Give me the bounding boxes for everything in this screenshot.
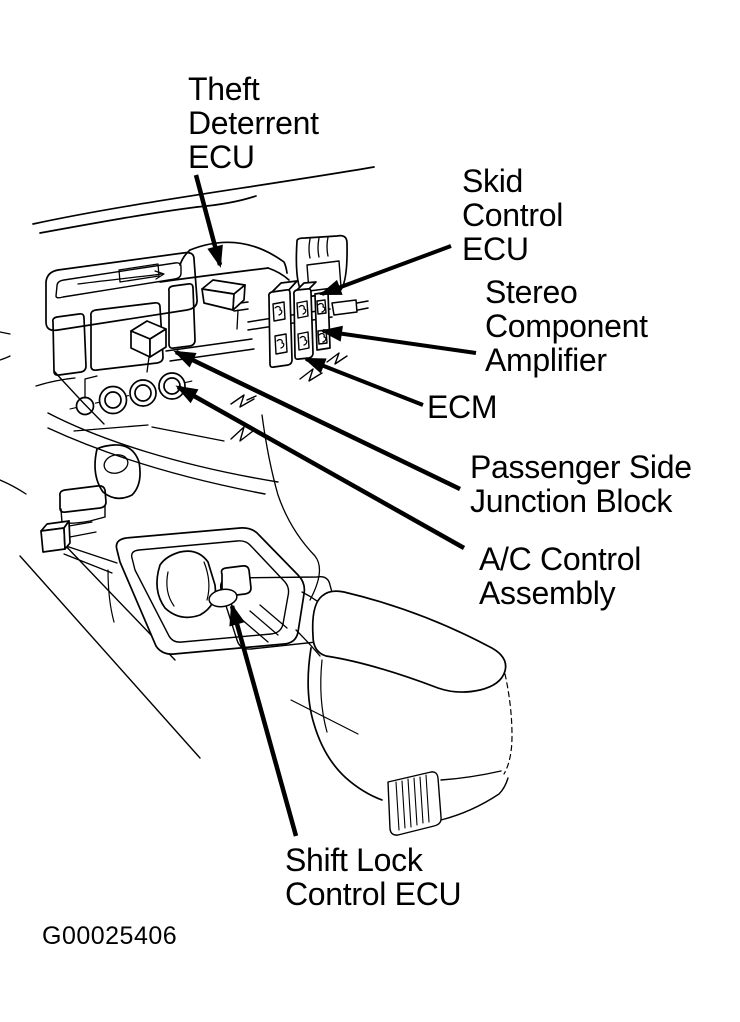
airflow-arrow-glyphs: [230, 352, 348, 442]
leader-ac-control-assembly: [175, 385, 466, 550]
label-stereo-component-amplifier: Stereo Component Amplifier: [485, 274, 648, 378]
figure-code: G00025406: [42, 922, 178, 950]
ecu-stack: [267, 280, 331, 369]
label-skid-control-ecu: Skid Control ECU: [462, 163, 564, 267]
label-passenger-side-junction-block: Passenger Side Junction Block: [470, 449, 692, 519]
leader-stereo-component-amplifier: [320, 325, 477, 355]
mid-dash-shelf: [165, 338, 255, 362]
instrument-cluster: [35, 251, 198, 387]
leader-theft-deterrent-ecu: [193, 174, 223, 268]
center-console: [19, 444, 201, 759]
junction-block-cube: [130, 320, 167, 373]
leader-ecm: [303, 357, 424, 407]
label-ecm: ECM: [427, 389, 498, 425]
console-front-curve: [261, 414, 321, 601]
left-edge-marks: [0, 331, 27, 495]
label-theft-deterrent-ecu: Theft Deterrent ECU: [188, 71, 319, 175]
dash-top-edge: [32, 166, 375, 283]
armrest: [290, 590, 513, 836]
label-ac-control-assembly: A/C Control Assembly: [479, 541, 642, 611]
label-shift-lock-control-ecu: Shift Lock Control ECU: [285, 842, 462, 912]
theft-deterrent-ecu-box: [201, 279, 246, 330]
lower-dash: [47, 370, 279, 495]
leader-passenger-side-junction-block: [173, 349, 461, 492]
leader-skid-control-ecu: [319, 244, 452, 296]
leader-shift-lock-control-ecu: [229, 603, 299, 837]
shifter-plate: [115, 527, 344, 657]
